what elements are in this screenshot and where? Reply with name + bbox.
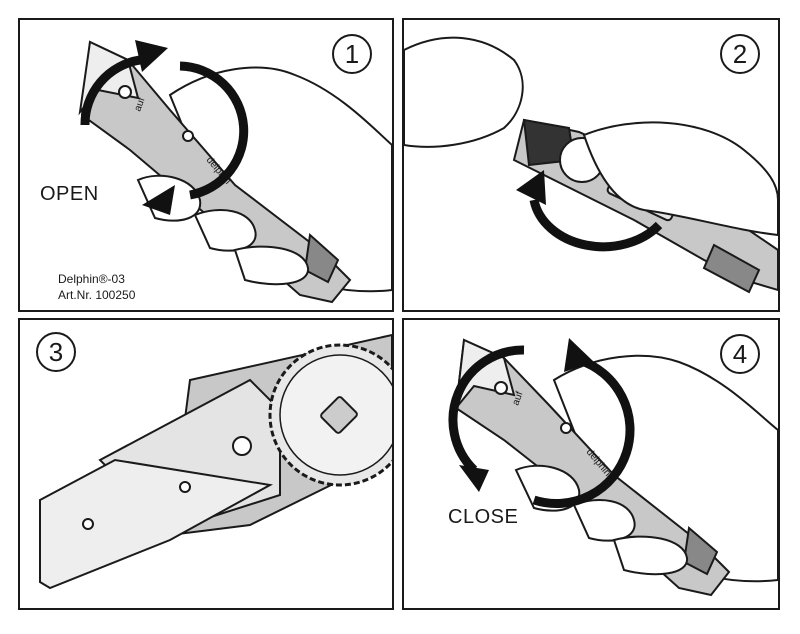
rotate-arrow-icon [448, 338, 635, 509]
article-number: Art.Nr. 100250 [58, 288, 136, 302]
close-label: CLOSE [448, 506, 519, 528]
hand-shape [582, 121, 778, 237]
rotate-arrow-icon [80, 40, 249, 215]
rotate-arrow-icon [516, 170, 663, 252]
step-1-panel: delphin auf 1 OPEN Delphin®-03 Art.Nr. 1… [18, 18, 394, 312]
step-2-panel: 2 [402, 18, 780, 312]
blade-shape [39, 458, 274, 590]
finger-shape [233, 245, 310, 286]
step-number: 2 [720, 34, 760, 74]
step-1-illustration: delphin auf [78, 40, 392, 304]
step-2-illustration [404, 36, 778, 294]
thumbwheel-shape [268, 343, 392, 487]
step-number: 3 [36, 332, 76, 372]
finger-shape [612, 535, 689, 576]
handle-text: auf [132, 96, 147, 113]
step-4-panel: delphin auf 4 CLOSE [402, 318, 780, 610]
step-3-illustration [39, 333, 392, 590]
step-number: 4 [720, 334, 760, 374]
hand-shape [404, 36, 524, 148]
step-number: 1 [332, 34, 372, 74]
handle-text: auf [510, 390, 525, 407]
product-name: Delphin®-03 [58, 272, 125, 286]
step-4-illustration: delphin auf [448, 338, 778, 597]
step-3-panel: 3 [18, 318, 394, 610]
finger-shape [193, 209, 257, 252]
finger-shape [572, 499, 636, 542]
open-label: OPEN [40, 183, 99, 205]
